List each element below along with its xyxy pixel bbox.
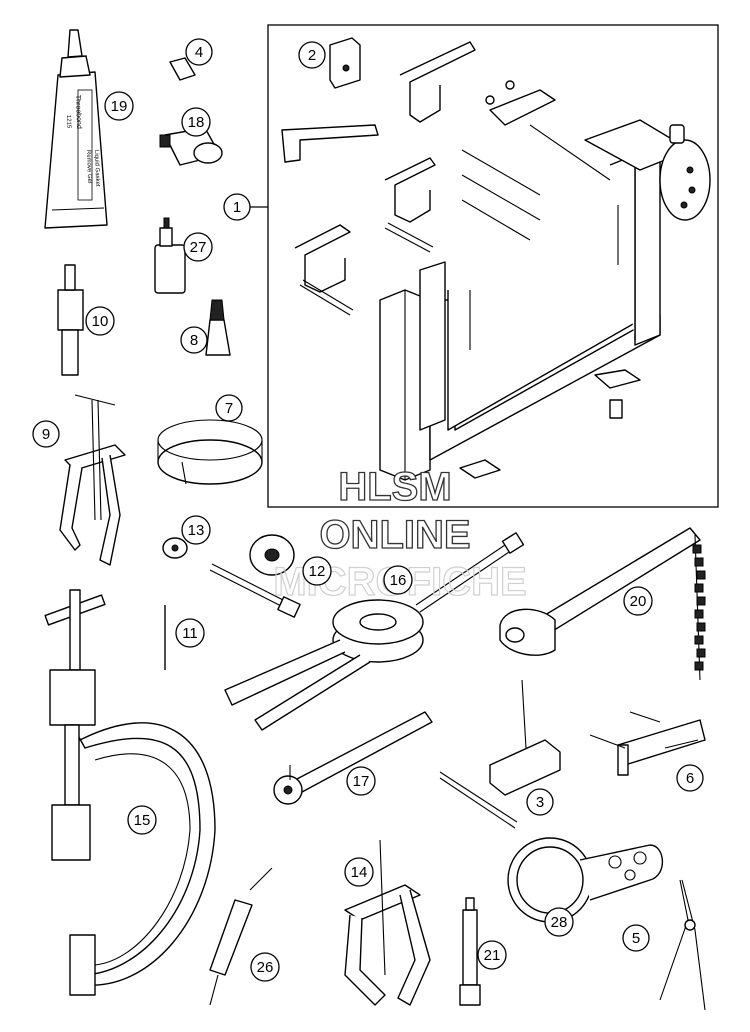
callout-4: 4	[185, 38, 213, 66]
callout-11: 11	[175, 618, 205, 648]
engine-stand-group-frame	[267, 24, 719, 508]
callout-6-label: 6	[686, 770, 694, 787]
callout-21-label: 21	[484, 947, 501, 964]
tube-line1: Remove Gel	[85, 150, 92, 184]
engine-stand	[281, 41, 711, 481]
callout-2: 2	[298, 41, 326, 69]
callout-11-label: 11	[182, 625, 198, 642]
tool-6	[589, 711, 706, 776]
callout-28: 28	[544, 907, 574, 937]
callout-10-label: 10	[92, 313, 109, 330]
callout-21: 21	[477, 940, 507, 970]
callout-7-label: 7	[225, 400, 233, 417]
callout-19-label: 19	[111, 98, 128, 115]
callout-9: 9	[32, 420, 60, 448]
callout-6: 6	[676, 764, 704, 792]
callout-1: 1	[223, 193, 251, 221]
callout-17-label: 17	[353, 773, 370, 790]
nut-13	[162, 537, 188, 559]
callout-4-label: 4	[195, 44, 203, 61]
callout-14-label: 14	[351, 864, 368, 881]
sealant-tube-19	[44, 29, 108, 229]
callout-3-label: 3	[536, 794, 544, 811]
callout-20: 20	[623, 586, 653, 616]
pliers-5	[659, 879, 706, 1011]
callout-1-label: 1	[233, 199, 241, 216]
callout-15: 15	[127, 805, 157, 835]
c-clamp-15	[44, 589, 216, 996]
tube-brand: Threebond	[74, 95, 82, 129]
cap-4	[169, 57, 196, 81]
watermark-line1: HLSM	[338, 465, 451, 509]
callout-26-label: 26	[257, 959, 274, 976]
callout-28-label: 28	[551, 914, 568, 931]
puller-14	[344, 839, 431, 1006]
callout-9-label: 9	[42, 426, 50, 443]
callout-18: 18	[181, 107, 211, 137]
spanner-17	[273, 711, 433, 805]
syringe-26	[209, 867, 273, 1006]
puller-9	[59, 394, 126, 566]
tool-3	[439, 679, 561, 829]
tube-line2: Liquid Gasket	[93, 150, 100, 187]
callout-13: 13	[181, 515, 211, 545]
callout-16-label: 16	[390, 572, 407, 589]
callout-17: 17	[346, 766, 376, 796]
callout-27-label: 27	[190, 239, 207, 256]
tube-code: 1215	[65, 115, 71, 129]
ring-7	[157, 419, 263, 485]
bottle-8	[205, 299, 231, 356]
bottle-27	[154, 217, 186, 294]
callout-15-label: 15	[134, 812, 151, 829]
clamp-16	[224, 532, 525, 731]
washer-bolt-12	[209, 534, 301, 618]
callout-10: 10	[85, 306, 115, 336]
callout-14: 14	[344, 857, 374, 887]
callout-16: 16	[383, 565, 413, 595]
shaft-21	[459, 897, 481, 1006]
callout-12: 12	[302, 556, 332, 586]
callout-5: 5	[622, 924, 650, 952]
chain-wrench-20	[499, 527, 706, 681]
callout-26: 26	[250, 952, 280, 982]
plate-28	[507, 837, 664, 923]
callout-19: 19	[104, 91, 134, 121]
callout-12-label: 12	[309, 563, 326, 580]
socket-18	[159, 127, 223, 166]
callout-27: 27	[183, 232, 213, 262]
tool-10	[57, 264, 84, 376]
callout-18-label: 18	[188, 114, 205, 131]
callout-8-label: 8	[190, 332, 198, 349]
callout-7: 7	[215, 394, 243, 422]
watermark-line2: ONLINE	[319, 513, 470, 557]
callout-8: 8	[180, 326, 208, 354]
bracket-2	[329, 37, 361, 89]
callout-2-label: 2	[308, 47, 316, 64]
callout-3: 3	[526, 788, 554, 816]
callout-5-label: 5	[632, 930, 640, 947]
callout-13-label: 13	[188, 522, 205, 539]
callout-20-label: 20	[630, 593, 647, 610]
